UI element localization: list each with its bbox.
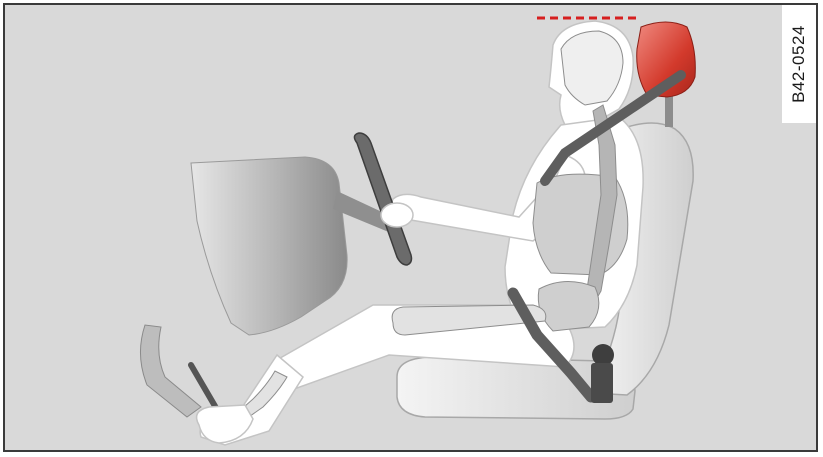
seating-position-illustration — [5, 5, 816, 450]
occupant-hand — [381, 203, 413, 227]
figure-code: B42-0524 — [789, 25, 809, 103]
dashboard — [191, 157, 347, 335]
belt-buckle — [591, 344, 614, 403]
figure-frame: B42-0524 — [3, 3, 818, 452]
figure-code-box: B42-0524 — [782, 5, 816, 123]
pelvis — [538, 281, 599, 331]
